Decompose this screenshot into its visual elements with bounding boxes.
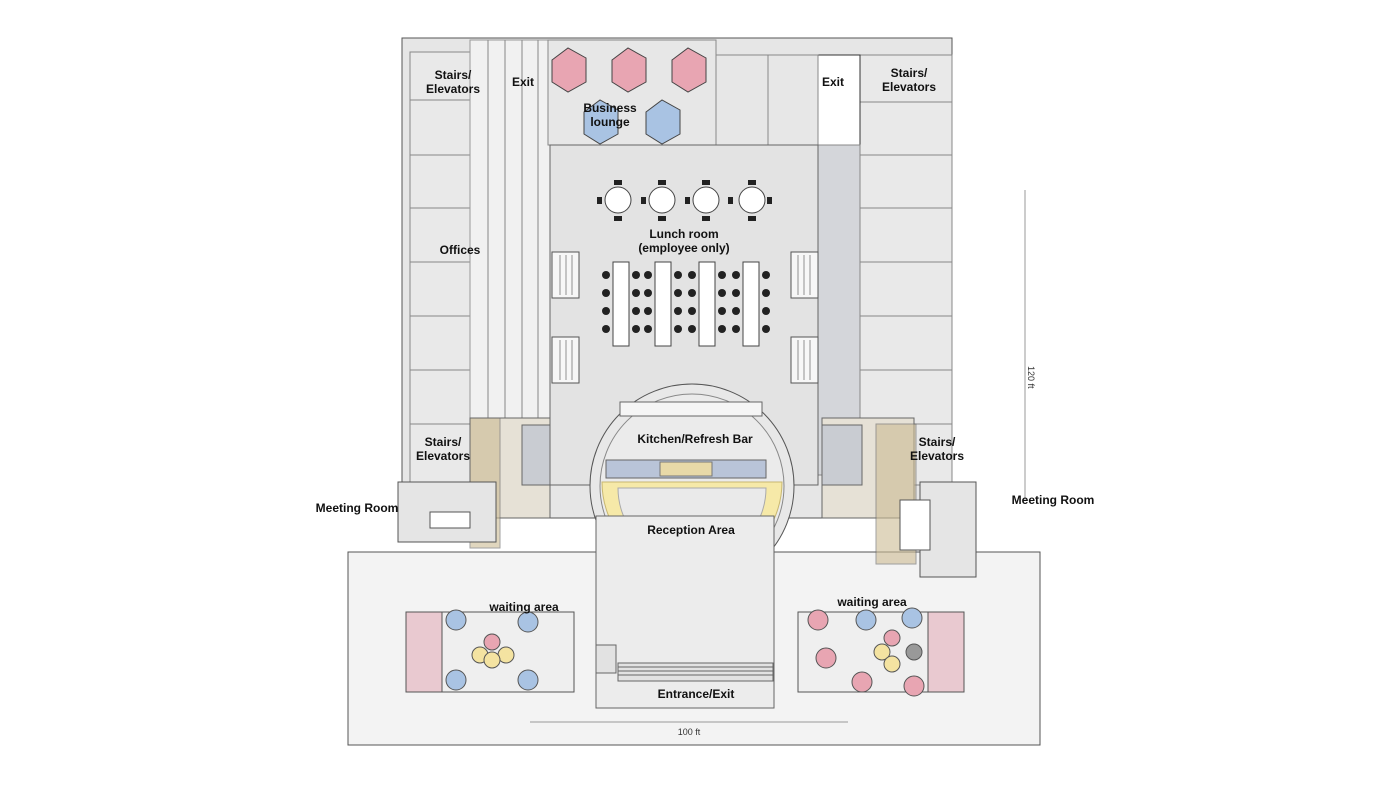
label-entrance: Entrance/Exit <box>657 687 735 701</box>
label-dim-height: 120 ft <box>1026 366 1036 389</box>
label-offices: Offices <box>439 243 481 257</box>
right-wing <box>817 54 953 486</box>
dimension-lines <box>530 190 1026 723</box>
entrance-corridor <box>595 515 775 709</box>
business-lounge <box>551 47 707 145</box>
label-exit-top-right: Exit <box>821 75 844 89</box>
waiting-areas <box>405 607 965 697</box>
label-waiting-right: waiting area <box>837 595 907 609</box>
label-meeting-room-left: Meeting Room <box>315 501 399 515</box>
label-lunch-room: Lunch room (employee only) <box>638 227 730 255</box>
meeting-rooms <box>397 481 977 578</box>
label-waiting-left: waiting area <box>489 600 559 614</box>
label-stairs-top-left: Stairs/ Elevators <box>425 68 481 96</box>
label-stairs-top-right: Stairs/ Elevators <box>881 66 937 94</box>
offices-wing <box>409 39 551 483</box>
label-stairs-mid-left: Stairs/ Elevators <box>415 435 471 463</box>
label-exit-top-left: Exit <box>511 75 534 89</box>
label-stairs-mid-right: Stairs/ Elevators <box>909 435 965 463</box>
label-meeting-room-right: Meeting Room <box>1011 493 1095 507</box>
label-reception: Reception Area <box>647 523 735 537</box>
label-dim-width: 100 ft <box>677 727 701 737</box>
label-kitchen: Kitchen/Refresh Bar <box>637 432 753 446</box>
label-business-lounge: Business lounge <box>583 101 637 129</box>
